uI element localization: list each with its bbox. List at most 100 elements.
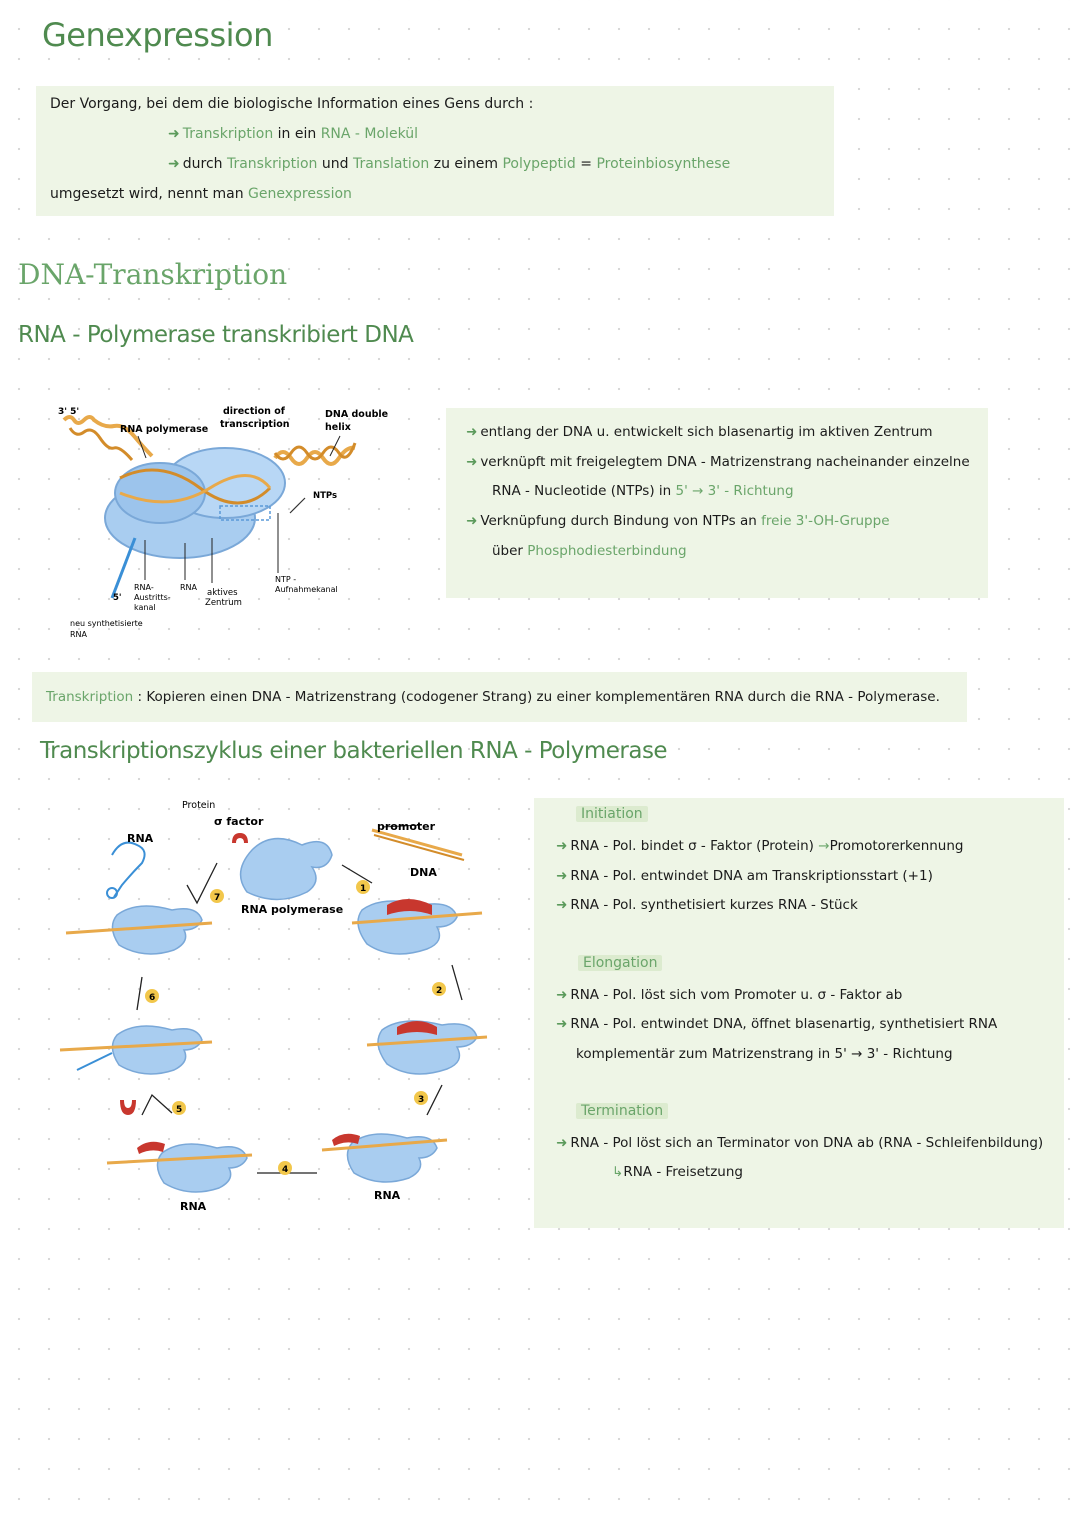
free-polymerase xyxy=(239,837,333,901)
cycle-arrow xyxy=(186,862,218,905)
dna-step-6 xyxy=(59,1040,213,1052)
sigma-step-2 xyxy=(397,1021,437,1035)
label-rna-austritt-2: Austritts- xyxy=(134,593,171,602)
label-dna-double-1: DNA double xyxy=(325,409,388,420)
intro-line-1: Der Vorgang, bei dem die biologische Inf… xyxy=(50,96,534,112)
arrow-icon: → xyxy=(818,838,830,854)
arrow-icon: ➜ xyxy=(556,1016,568,1032)
dna-strand-left-2 xyxy=(68,427,134,461)
polymerase-step-6 xyxy=(111,1025,203,1075)
leader-line xyxy=(137,435,147,459)
step-badge-4 xyxy=(278,1161,292,1175)
label-rna-bottom-right: RNA xyxy=(374,1189,401,1202)
note-initiation-3: ➜RNA - Pol. synthetisiert kurzes RNA - S… xyxy=(556,897,858,913)
label-rna-polymerase: RNA polymerase xyxy=(120,424,208,435)
label-ntps: NTPs xyxy=(313,491,337,501)
step-number-3: 3 xyxy=(418,1095,424,1105)
dna-promoter xyxy=(371,828,463,857)
tag-elongation: Elongation xyxy=(578,955,663,971)
note-initiation-1: ➜RNA - Pol. bindet σ - Faktor (Protein) … xyxy=(556,838,964,854)
corner-arrow-icon: ↳ xyxy=(612,1164,624,1180)
arrow-icon: ➜ xyxy=(556,987,568,1003)
step-badges: 1 2 3 4 5 6 7 xyxy=(145,880,446,1175)
leader-line xyxy=(329,435,341,457)
step-badge-2 xyxy=(432,982,446,996)
label-aktives-1: aktives xyxy=(207,588,238,598)
rna-hairpin xyxy=(111,841,146,898)
note-initiation-2: ➜RNA - Pol. entwindet DNA am Transkripti… xyxy=(556,868,933,884)
step-number-2: 2 xyxy=(436,986,442,996)
note-1: ➜entlang der DNA u. entwickelt sich blas… xyxy=(466,424,933,440)
label-3-5: 3' 5' xyxy=(58,407,79,417)
polymerase-step-2 xyxy=(377,1020,478,1075)
note-elongation-1: ➜RNA - Pol. löst sich vom Promoter u. σ … xyxy=(556,987,903,1003)
intro-line-2: ➜Transkription in ein RNA - Molekül xyxy=(168,126,419,142)
dna-step-4 xyxy=(106,1153,253,1165)
step-number-6: 6 xyxy=(149,993,155,1003)
label-dna: DNA xyxy=(410,866,437,879)
promoter-bracket xyxy=(381,824,423,828)
label-direction-2: transcription xyxy=(220,419,290,430)
label-promoter: promoter xyxy=(377,820,436,833)
step-number-1: 1 xyxy=(360,884,366,894)
sigma-step-1 xyxy=(387,899,432,915)
dna-helix-right-2 xyxy=(273,442,357,461)
rna-polymerase-diagram: 3' 5' RNA polymerase direction of transc… xyxy=(58,406,388,639)
page-title: Genexpression xyxy=(42,16,273,54)
note-3: RNA - Nucleotide (NTPs) in 5' → 3' - Ric… xyxy=(492,483,794,499)
dna-step-1 xyxy=(351,911,483,925)
arrow-icon: ➜ xyxy=(168,156,180,172)
step-number-7: 7 xyxy=(214,893,220,903)
active-center xyxy=(219,505,271,521)
label-rna-top: RNA xyxy=(127,832,154,845)
note-termination-2: ↳RNA - Freisetzung xyxy=(612,1164,743,1180)
note-elongation-2: ➜RNA - Pol. entwindet DNA, öffnet blasen… xyxy=(556,1016,998,1032)
note-elongation-3: komplementär zum Matrizenstrang in 5' → … xyxy=(576,1046,953,1062)
sigma-step-3 xyxy=(332,1133,360,1146)
arrow-icon: ➜ xyxy=(556,897,568,913)
sigma-step-4 xyxy=(137,1141,165,1154)
label-direction-1: direction of xyxy=(223,406,286,417)
intro-line-4: umgesetzt wird, nennt man Genexpression xyxy=(50,186,352,202)
rna-step-6 xyxy=(76,1052,113,1071)
cycle-arrow xyxy=(341,864,373,884)
note-5: über Phosphodiesterbindung xyxy=(492,543,687,559)
dna-promoter-2 xyxy=(373,834,465,861)
section-title: DNA-Transkription xyxy=(18,258,288,291)
dna-coding xyxy=(119,474,272,504)
tag-termination: Termination xyxy=(576,1103,669,1119)
label-5-prime: 5' xyxy=(113,593,122,603)
label-rna-austritt-1: RNA- xyxy=(134,583,154,592)
intro-box xyxy=(36,86,834,216)
dna-step-2 xyxy=(366,1035,488,1047)
arrow-icon: ➜ xyxy=(556,868,568,884)
label-aktives-2: Zentrum xyxy=(205,598,242,608)
step-badge-3 xyxy=(414,1091,428,1105)
label-rna-polymerase: RNA polymerase xyxy=(241,903,343,916)
sigma-factor xyxy=(232,833,248,843)
step-badge-1 xyxy=(356,880,370,894)
step-number-4: 4 xyxy=(282,1165,288,1175)
cycle-arrow xyxy=(451,964,463,1001)
subsection-title-2: Transkriptionszyklus einer bakteriellen … xyxy=(40,738,668,764)
note-4: ➜Verknüpfung durch Bindung von NTPs an f… xyxy=(466,513,890,529)
intro-line-3: ➜durch Transkription und Translation zu … xyxy=(168,156,731,172)
note-2: ➜verknüpft mit freigelegtem DNA - Matriz… xyxy=(466,454,970,470)
rna-exit-strand xyxy=(110,537,137,599)
label-protein: Protein xyxy=(182,800,215,811)
step-badge-6 xyxy=(145,989,159,1003)
arrow-icon: ➜ xyxy=(556,838,568,854)
ntp-arrow xyxy=(289,497,306,514)
label-dna-double-2: helix xyxy=(325,422,351,433)
arrow-icon: ➜ xyxy=(466,424,478,440)
transcription-cycle-diagram: 1 2 3 4 5 6 7 Protein σ factor RNA promo… xyxy=(59,800,488,1213)
definition-text: Transkription : Kopieren einen DNA - Mat… xyxy=(46,689,940,705)
label-rna-austritt-3: kanal xyxy=(134,603,156,612)
step-badge-7 xyxy=(210,889,224,903)
step-badge-5 xyxy=(172,1101,186,1115)
tag-initiation: Initiation xyxy=(576,806,648,822)
note-termination-1: ➜RNA - Pol löst sich an Terminator von D… xyxy=(556,1135,1044,1151)
polymerase-step-4 xyxy=(156,1143,248,1193)
label-sigma-factor: σ factor xyxy=(214,815,264,828)
label-rna: RNA xyxy=(180,583,198,592)
